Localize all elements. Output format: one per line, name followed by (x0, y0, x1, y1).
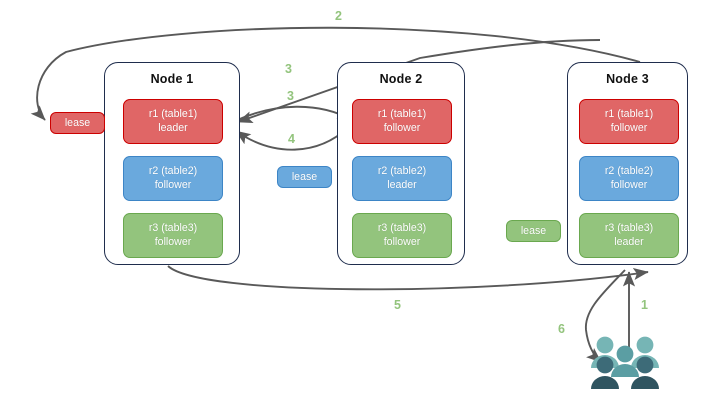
replica-role: follower (610, 121, 648, 134)
users-icon-svg (591, 336, 659, 389)
replica-role: follower (154, 235, 192, 248)
replica-role: follower (154, 178, 192, 191)
lease-box-table2[interactable]: lease (277, 166, 332, 188)
replica-name: r3 (table3) (377, 222, 427, 234)
replica-name: r3 (table3) (148, 222, 198, 234)
lease-box-table1[interactable]: lease (50, 112, 105, 134)
replica-r2-node3[interactable]: r2 (table2) follower (579, 156, 679, 201)
lease-label: lease (520, 225, 547, 237)
step-label-3-b: 3 (287, 89, 294, 103)
replica-name: r1 (table1) (604, 108, 654, 120)
lease-box-table3[interactable]: lease (506, 220, 561, 242)
replica-name: r2 (table2) (604, 165, 654, 177)
node-box-2[interactable]: Node 2 r1 (table1) follower r2 (table2) … (337, 62, 465, 265)
replica-role: leader (614, 235, 644, 248)
step-label-3-a: 3 (285, 62, 292, 76)
replica-name: r2 (table2) (377, 165, 427, 177)
node-box-3[interactable]: Node 3 r1 (table1) follower r2 (table2) … (567, 62, 688, 265)
replica-role: follower (610, 178, 648, 191)
lease-label: lease (291, 171, 318, 183)
step-label-4: 4 (288, 132, 295, 146)
replica-role: leader (158, 121, 188, 134)
node-title: Node 2 (379, 72, 423, 86)
step-label-1: 1 (641, 298, 648, 312)
replica-name: r1 (table1) (148, 108, 198, 120)
replica-r3-node2[interactable]: r3 (table3) follower (352, 213, 452, 258)
replica-r3-node1[interactable]: r3 (table3) follower (123, 213, 223, 258)
step-label-6: 6 (558, 322, 565, 336)
replica-r1-node2[interactable]: r1 (table1) follower (352, 99, 452, 144)
replica-name: r3 (table3) (604, 222, 654, 234)
replica-name: r2 (table2) (148, 165, 198, 177)
node-box-1[interactable]: Node 1 r1 (table1) leader r2 (table2) fo… (104, 62, 240, 265)
step-label-2: 2 (335, 9, 342, 23)
replica-r1-node1[interactable]: r1 (table1) leader (123, 99, 223, 144)
users-icon[interactable] (589, 334, 661, 392)
edge-step-5 (167, 265, 649, 291)
replica-role: follower (383, 235, 421, 248)
replica-r2-node2[interactable]: r2 (table2) leader (352, 156, 452, 201)
replica-name: r1 (table1) (377, 108, 427, 120)
lease-label: lease (64, 117, 91, 129)
node-title: Node 1 (150, 72, 194, 86)
replica-r2-node1[interactable]: r2 (table2) follower (123, 156, 223, 201)
step-label-5: 5 (394, 298, 401, 312)
edge-step-3-node1-to-node2 (232, 105, 353, 123)
replica-role: follower (383, 121, 421, 134)
replica-r1-node3[interactable]: r1 (table1) follower (579, 99, 679, 144)
node-title: Node 3 (606, 72, 649, 86)
replica-role: leader (387, 178, 417, 191)
replica-r3-node3[interactable]: r3 (table3) leader (579, 213, 679, 258)
